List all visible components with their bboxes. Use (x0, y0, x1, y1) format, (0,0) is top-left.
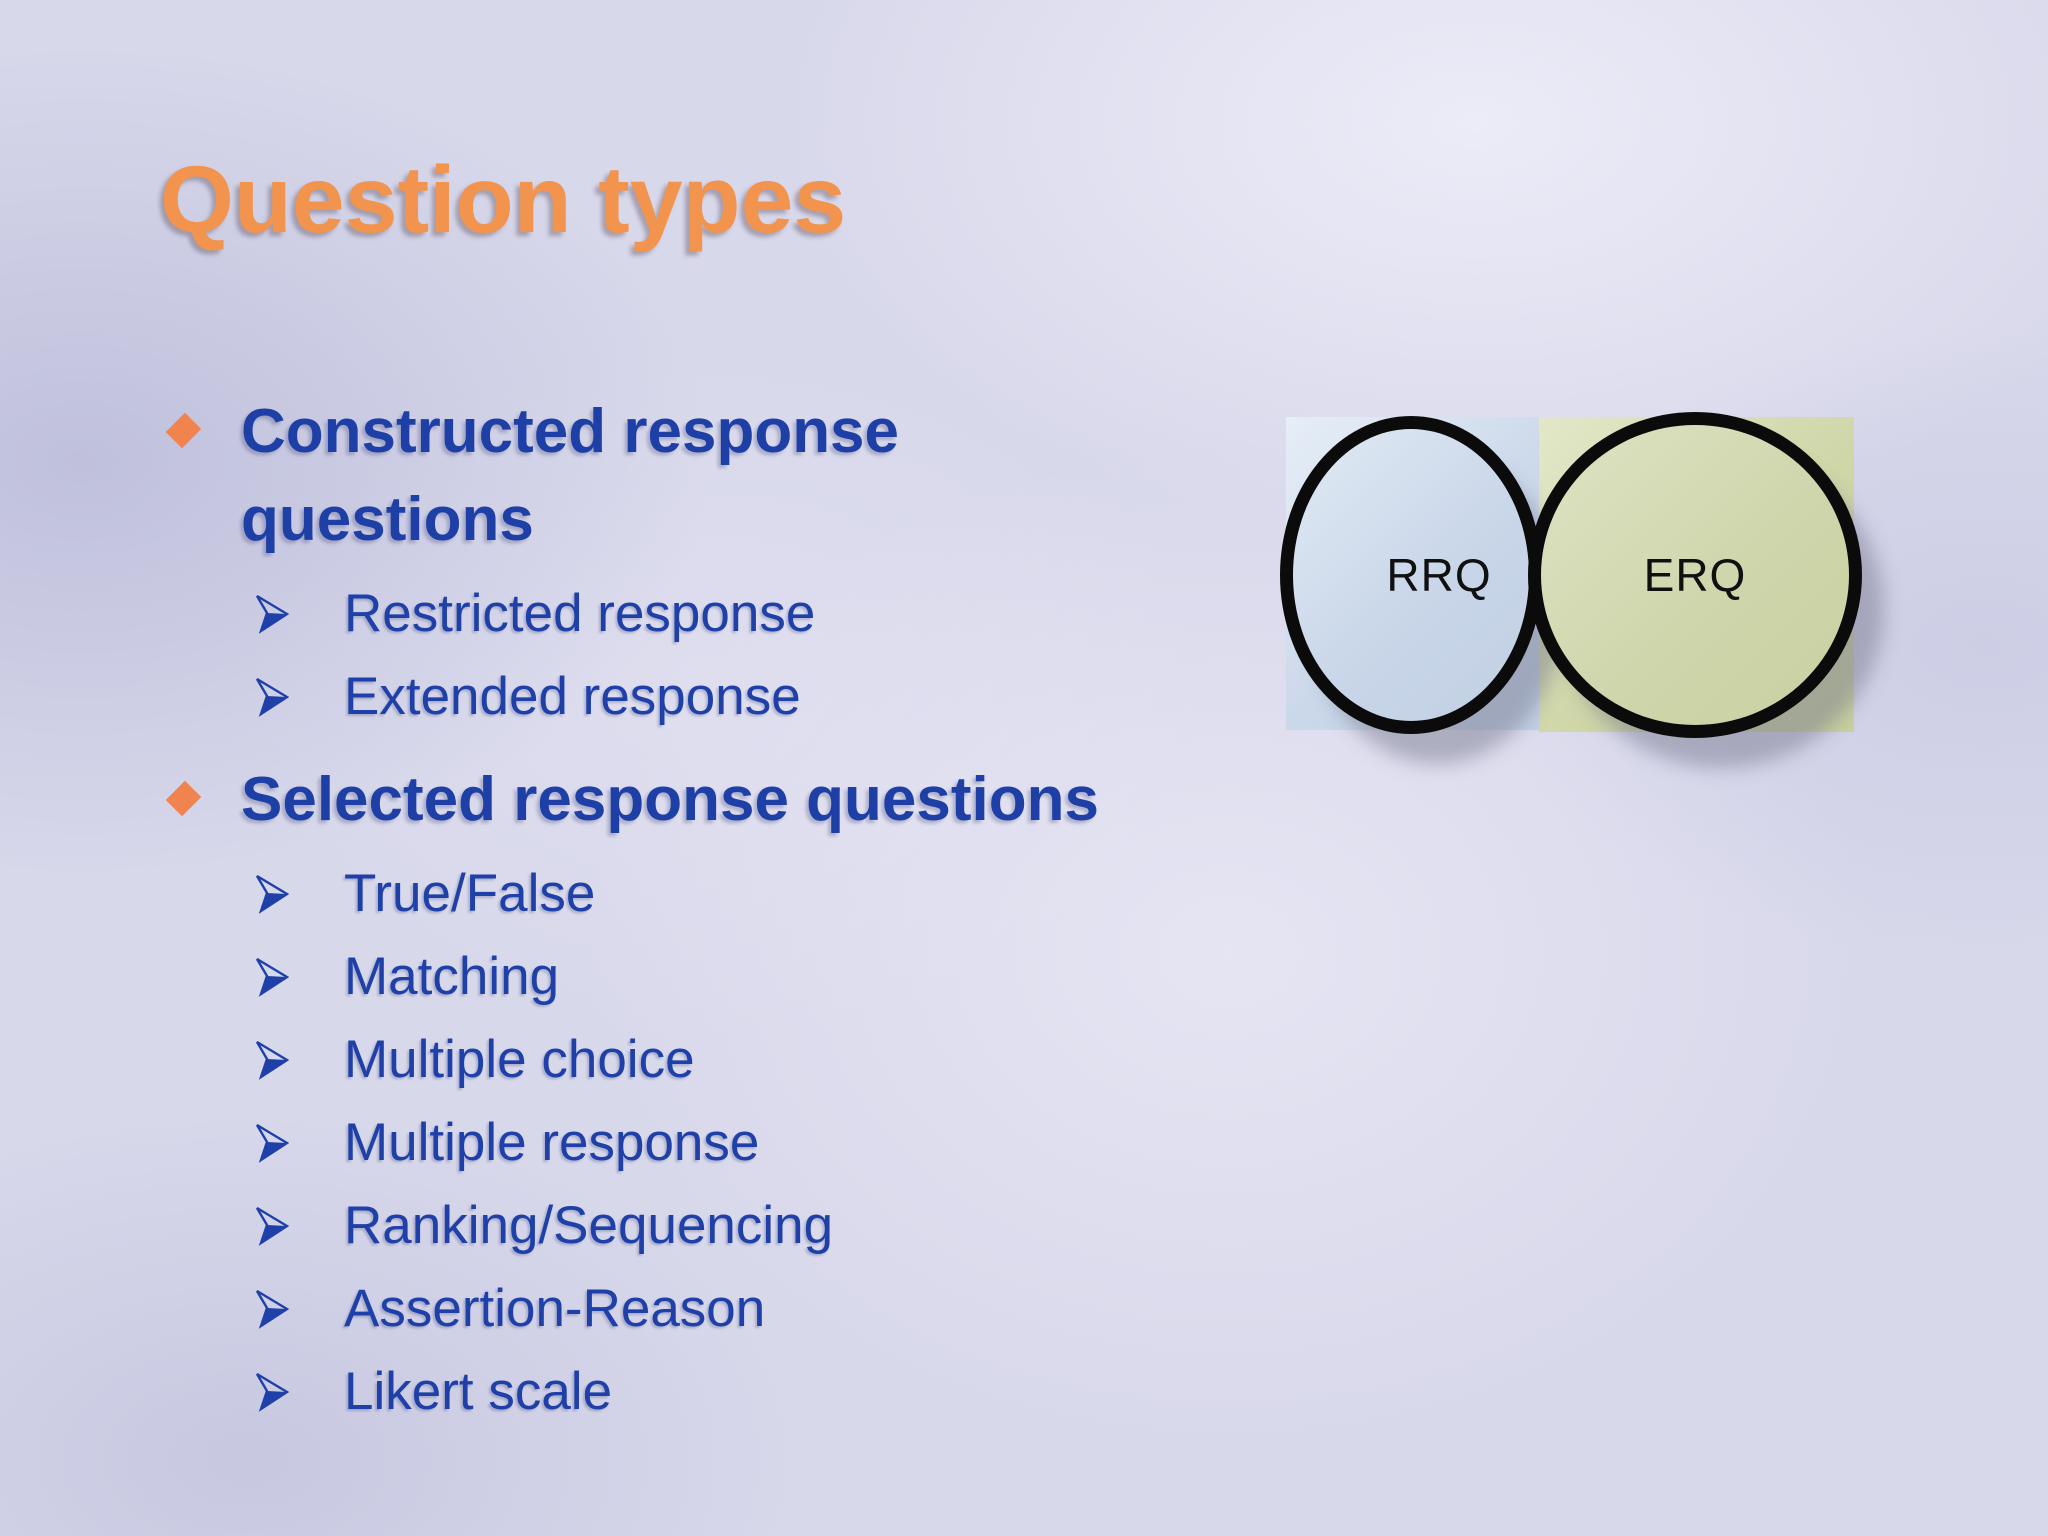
rrq-label: RRQ (1386, 549, 1492, 601)
bullet-item-selected: Selected response questions (0, 756, 1260, 844)
diamond-bullet-icon (165, 780, 202, 817)
sub-bullet-true-false: True/False (0, 852, 1260, 935)
erq-circle: ERQ (1528, 412, 1862, 738)
bullet-heading: Constructed response questions (241, 397, 900, 554)
arrow-bullet-icon (255, 594, 290, 634)
sub-bullet-label: Assertion-Reason (344, 1279, 766, 1338)
arrow-bullet-icon (255, 1206, 290, 1246)
sub-bullet-label: Ranking/Sequencing (344, 1196, 834, 1255)
bullet-list: Constructed response questions Restricte… (0, 388, 1260, 1433)
arrow-bullet-icon (255, 677, 290, 717)
bullet-heading: Selected response questions (241, 765, 1099, 834)
sub-bullet-label: True/False (344, 864, 596, 923)
sub-bullet-label: Likert scale (344, 1362, 613, 1421)
sub-bullet-label: Extended response (344, 667, 801, 726)
bullet-item-constructed: Constructed response questions (0, 388, 1260, 564)
sub-bullet-likert-scale: Likert scale (0, 1350, 1260, 1433)
sub-bullet-assertion-reason: Assertion-Reason (0, 1267, 1260, 1350)
arrow-bullet-icon (255, 957, 290, 997)
arrow-bullet-icon (255, 1040, 290, 1080)
arrow-bullet-icon (255, 1372, 290, 1412)
erq-label: ERQ (1643, 549, 1747, 601)
sub-bullet-matching: Matching (0, 935, 1260, 1018)
sub-bullet-label: Matching (344, 947, 560, 1006)
sub-bullet-ranking-sequencing: Ranking/Sequencing (0, 1184, 1260, 1267)
sub-bullet-restricted-response: Restricted response (0, 572, 1260, 655)
slide-title: Question types (160, 147, 847, 253)
sub-bullet-multiple-response: Multiple response (0, 1101, 1260, 1184)
sub-bullet-extended-response: Extended response (0, 655, 1260, 738)
arrow-bullet-icon (255, 874, 290, 914)
rrq-circle: RRQ (1280, 416, 1542, 734)
sub-bullet-multiple-choice: Multiple choice (0, 1018, 1260, 1101)
sub-bullet-label: Multiple response (344, 1113, 760, 1172)
arrow-bullet-icon (255, 1123, 290, 1163)
sub-bullet-label: Multiple choice (344, 1030, 695, 1089)
sub-bullet-label: Restricted response (344, 584, 816, 643)
arrow-bullet-icon (255, 1289, 290, 1329)
diamond-bullet-icon (165, 412, 202, 449)
